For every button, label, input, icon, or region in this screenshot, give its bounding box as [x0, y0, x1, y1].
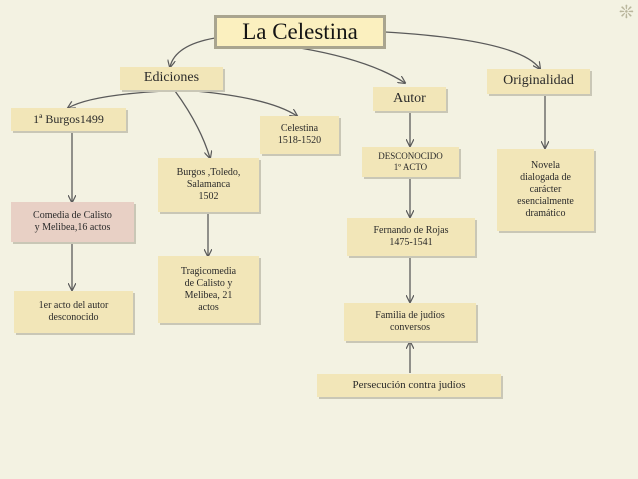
- node-burgos-toledo: Burgos ,Toledo, Salamanca 1502: [158, 158, 259, 212]
- node-comedia: Comedia de Calisto y Melibea,16 actos: [11, 202, 134, 242]
- node-originalidad: Originalidad: [487, 69, 590, 94]
- node-ediciones: Ediciones: [120, 67, 223, 90]
- edge-ediciones-burgos1499: [68, 90, 166, 108]
- edge-ediciones-burgostoledo: [174, 90, 210, 158]
- node-tragicomedia: Tragicomedia de Calisto y Melibea, 21 ac…: [158, 256, 259, 323]
- node-familia-judios: Familia de judíos conversos: [344, 303, 476, 341]
- node-persecucion: Persecución contra judíos: [317, 374, 501, 397]
- node-autor: Autor: [373, 87, 446, 111]
- decorative-flower-icon: ❊: [618, 2, 634, 22]
- node-celestina-1518: Celestina 1518-1520: [260, 116, 339, 154]
- edge-title-autor: [299, 47, 405, 83]
- node-desconocido: DESCONOCIDO 1º ACTO: [362, 147, 459, 177]
- edge-title-originalidad: [384, 31, 540, 69]
- title-node: La Celestina: [214, 15, 386, 49]
- node-burgos-1499: 1ª Burgos1499: [11, 108, 126, 131]
- node-fernando-rojas: Fernando de Rojas 1475-1541: [347, 218, 475, 256]
- edge-title-ediciones: [170, 37, 216, 67]
- node-novela: Novela dialogada de carácter esencialmen…: [497, 149, 594, 231]
- node-primer-acto: 1er acto del autor desconocido: [14, 291, 133, 333]
- edge-ediciones-celestina: [194, 90, 297, 116]
